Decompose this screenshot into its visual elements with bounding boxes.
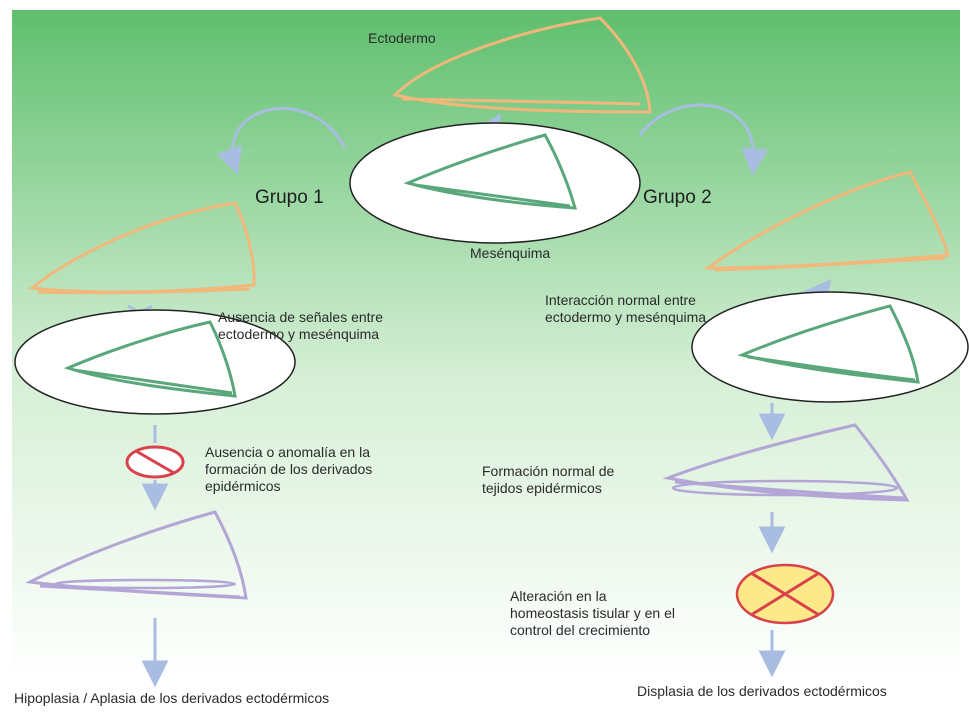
label-grupo1: Grupo 1 xyxy=(255,187,324,208)
grupo2-mesenchyme-shape xyxy=(737,304,920,384)
top-mesenchyme-disc xyxy=(349,122,641,244)
grupo2-ectoderm-shape xyxy=(703,170,950,272)
label-ausencia-anomalia: Ausencia o anomalía en la formación de l… xyxy=(205,444,373,494)
curved-arrow-grupo2 xyxy=(638,103,769,176)
prohibition-icon xyxy=(125,445,185,479)
label-hipoplasia: Hipoplasia / Aplasia de los derivados ec… xyxy=(14,690,330,706)
label-ectodermo: Ectodermo xyxy=(368,30,436,46)
grupo1-mesenchyme-disc xyxy=(14,309,296,415)
curved-arrow-grupo1 xyxy=(216,107,347,176)
grupo1-epidermal-layer xyxy=(53,578,237,590)
top-mesenchyme-shape xyxy=(403,133,578,210)
label-formacion-normal: Formación normal de tejidos epidérmicos xyxy=(482,463,615,496)
label-mesenquima: Mesénquima xyxy=(470,245,551,261)
grupo1-ectoderm-shape xyxy=(28,201,256,295)
grupo2-mesenchyme-disc xyxy=(691,291,969,403)
alert-icon xyxy=(735,563,835,625)
top-ectoderm-shape xyxy=(392,16,652,114)
label-alteracion: Alteración en la homeostasis tisular y e… xyxy=(510,588,675,638)
label-ausencia-senales: Ausencia de señales entre ectodermo y me… xyxy=(218,309,383,342)
grupo1-mesenchyme-shape xyxy=(63,320,237,398)
label-grupo2: Grupo 2 xyxy=(643,187,712,208)
label-displasia: Displasia de los derivados ectodérmicos xyxy=(637,683,887,699)
label-interaccion-normal: Interacción normal entre ectodermo y mes… xyxy=(545,292,707,325)
grupo1-epidermal-shape xyxy=(25,510,248,600)
grupo2-epidermal-layer xyxy=(671,479,899,497)
